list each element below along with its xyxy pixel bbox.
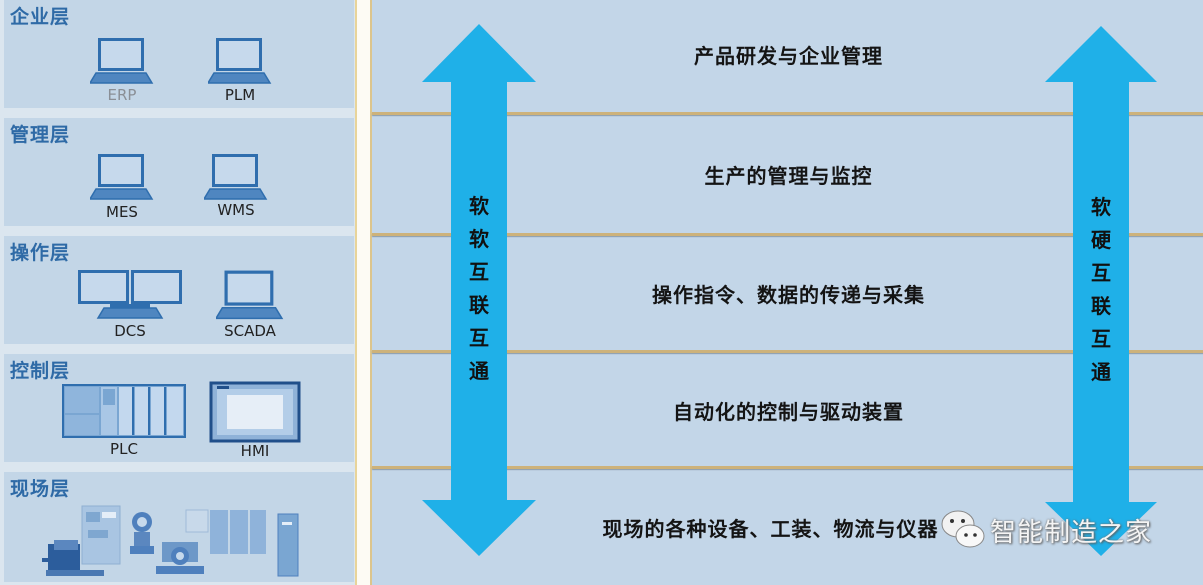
device-label: ERP xyxy=(107,86,137,104)
laptop-icon xyxy=(214,270,284,320)
device-label: PLC xyxy=(110,440,138,458)
device-wms: WMS xyxy=(202,152,268,224)
layer-title: 控制层 xyxy=(10,360,71,382)
device-scada: SCADA xyxy=(214,268,284,342)
band-label-enterprise: 产品研发与企业管理 xyxy=(694,44,883,68)
device-hmi: HMI xyxy=(209,381,301,461)
layer-enterprise: 企业层 ERP PLM xyxy=(4,0,354,108)
layer-title: 管理层 xyxy=(10,124,71,146)
band-label-operation: 操作指令、数据的传递与采集 xyxy=(652,283,925,307)
device-label: DCS xyxy=(114,322,146,340)
band-label-management: 生产的管理与监控 xyxy=(704,164,873,188)
layer-title: 操作层 xyxy=(10,242,71,264)
layer-control: 控制层 PLC HMI xyxy=(4,354,354,462)
layer-title: 现场层 xyxy=(10,478,71,500)
field-equipment-icon xyxy=(42,505,299,577)
laptop-icon xyxy=(206,38,272,84)
layer-title: 企业层 xyxy=(10,6,71,28)
band-divider xyxy=(372,466,1203,469)
double-arrow-right-icon xyxy=(1045,26,1157,556)
device-plm: PLM xyxy=(206,36,272,106)
device-label: PLM xyxy=(224,86,256,104)
device-plc: PLC xyxy=(62,384,186,460)
layer-management: 管理层 MES WMS xyxy=(4,118,354,226)
device-label: WMS xyxy=(217,201,255,219)
dual-monitor-icon xyxy=(78,270,182,319)
device-dcs: DCS xyxy=(76,268,184,342)
band-label-field: 现场的各种设备、工装、物流与仪器 xyxy=(602,517,939,541)
device-label: HMI xyxy=(240,442,270,460)
laptop-icon xyxy=(88,38,154,84)
band-label-control: 自动化的控制与驱动装置 xyxy=(673,400,904,424)
band-divider xyxy=(372,350,1203,353)
watermark-text: 智能制造之家 xyxy=(990,518,1153,548)
layer-field: 现场层 xyxy=(4,472,354,582)
band-divider xyxy=(372,112,1203,115)
plc-rack-icon xyxy=(62,384,186,438)
device-label: MES xyxy=(106,203,138,221)
hmi-panel-icon xyxy=(209,381,301,443)
device-label: SCADA xyxy=(224,322,276,340)
layer-stack-panel: 企业层 ERP PLM 管理层 MES xyxy=(0,0,357,585)
laptop-icon xyxy=(202,154,268,200)
device-mes: MES xyxy=(88,152,154,224)
device-erp: ERP xyxy=(88,36,154,106)
band-divider xyxy=(372,233,1203,236)
wechat-icon xyxy=(941,510,985,548)
layer-operation: 操作层 DCS SCADA xyxy=(4,236,354,344)
function-bands-panel: 产品研发与企业管理 生产的管理与监控 操作指令、数据的传递与采集 自动化的控制与… xyxy=(370,0,1203,585)
double-arrow-left-icon xyxy=(422,24,536,556)
laptop-icon xyxy=(88,154,154,200)
